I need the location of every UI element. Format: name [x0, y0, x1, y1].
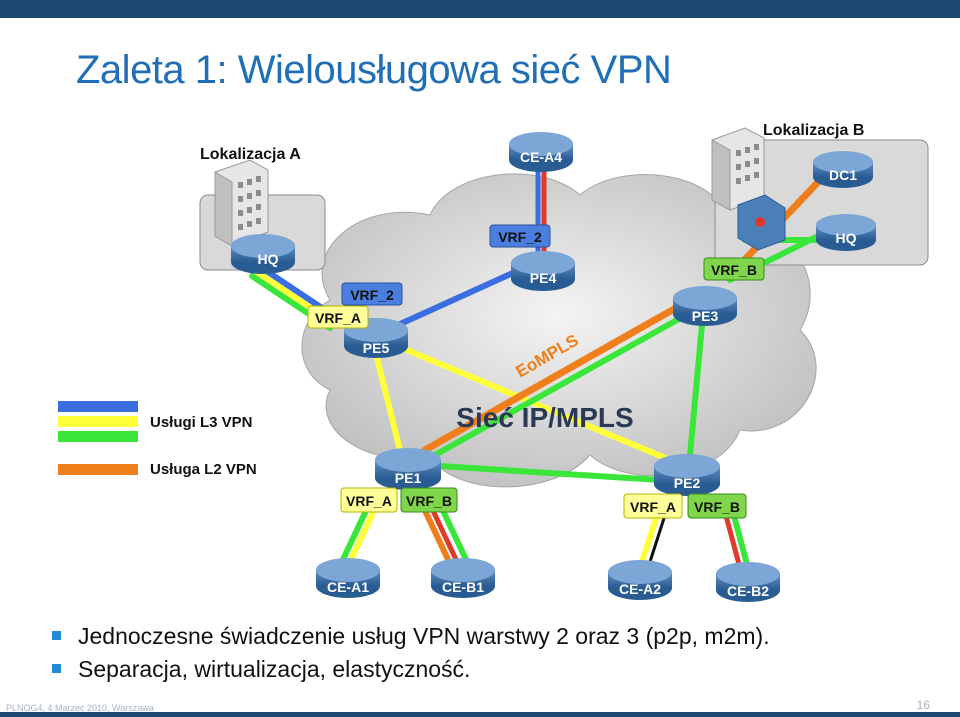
footer-text: PLNOG4, 4 Marzec 2010, Warszawa	[6, 703, 154, 713]
vrf-pe1-vrfb: VRF_B	[400, 487, 458, 513]
bullet-text: Separacja, wirtualizacja, elastyczność.	[78, 656, 471, 682]
vrf-label: VRF_A	[630, 499, 676, 515]
links	[249, 167, 833, 571]
router-label-hq-b: HQ	[836, 230, 857, 246]
vrf-label: VRF_B	[711, 262, 757, 278]
switch-icon	[737, 194, 786, 251]
router-pe3[interactable]	[673, 286, 737, 326]
legend-swatch-yellow	[58, 416, 138, 427]
vrf-label: VRF_B	[406, 493, 452, 509]
building-icon	[711, 127, 765, 211]
building-icon	[214, 159, 269, 247]
router-label-ce-a1: CE-A1	[327, 579, 369, 595]
router-label-pe1: PE1	[395, 470, 422, 486]
router-label-pe2: PE2	[674, 475, 701, 491]
router-hq-b[interactable]	[816, 214, 876, 251]
mpls-cloud	[301, 173, 817, 488]
router-ce-a4[interactable]	[509, 132, 573, 172]
vrf-pe2-vrfb: VRF_B	[687, 493, 747, 519]
router-hq-a[interactable]	[231, 234, 295, 274]
legend-l3-label: Usługi L3 VPN	[150, 414, 253, 431]
vrf-pe2-vrfa: VRF_A	[623, 493, 683, 519]
vrf-pe5-vrf2: VRF_2	[341, 282, 403, 306]
router-pe2[interactable]	[654, 454, 720, 496]
vrf-label: VRF_B	[694, 499, 740, 515]
router-pe5[interactable]	[344, 318, 408, 358]
cloud-label: Sieć IP/MPLS	[456, 402, 633, 433]
router-label-pe4: PE4	[530, 270, 557, 286]
vrf-label: VRF_2	[498, 229, 542, 245]
vrf-pe1-vrfa: VRF_A	[340, 487, 398, 513]
page-number: 16	[916, 698, 930, 712]
router-pe1[interactable]	[375, 448, 441, 490]
site-b-label: Lokalizacja B	[763, 122, 864, 139]
router-ce-b2[interactable]	[716, 562, 780, 602]
vrf-label: VRF_A	[346, 493, 392, 509]
page-title: Zaleta 1: Wielousługowa sieć VPN	[76, 48, 672, 92]
router-pe4[interactable]	[511, 251, 575, 291]
router-label-ce-b1: CE-B1	[442, 579, 484, 595]
router-ce-b1[interactable]	[431, 558, 495, 598]
vrf-pe4-vrf2: VRF_2	[489, 224, 551, 248]
bottom-bar	[0, 712, 960, 717]
bullet-square-icon	[52, 631, 61, 640]
router-label-hq-a: HQ	[258, 251, 279, 267]
router-dc1[interactable]	[813, 151, 873, 188]
vrf-pe5-vrfa: VRF_A	[307, 305, 369, 329]
vrf-label: VRF_2	[350, 287, 394, 303]
vrf-label: VRF_A	[315, 310, 361, 326]
router-label-pe5: PE5	[363, 340, 390, 356]
router-ce-a1[interactable]	[316, 558, 380, 598]
legend-l2-label: Usługa L2 VPN	[150, 461, 257, 478]
vrf-pe3-vrfb: VRF_B	[703, 257, 765, 281]
router-label-ce-a4: CE-A4	[520, 149, 562, 165]
top-bar	[0, 0, 960, 18]
bullet-text: Jednoczesne świadczenie usług VPN warstw…	[78, 623, 770, 649]
router-ce-a2[interactable]	[608, 560, 672, 600]
legend-swatch-blue	[58, 401, 138, 412]
router-label-ce-b2: CE-B2	[727, 583, 769, 599]
legend: Usługi L3 VPN Usługa L2 VPN	[58, 401, 257, 478]
site-a-label: Lokalizacja A	[200, 146, 301, 163]
bullet-item: Separacja, wirtualizacja, elastyczność.	[52, 653, 770, 686]
router-label-pe3: PE3	[692, 308, 719, 324]
router-label-ce-a2: CE-A2	[619, 581, 661, 597]
router-label-dc1: DC1	[829, 167, 857, 183]
bullet-list: Jednoczesne świadczenie usług VPN warstw…	[52, 620, 770, 686]
legend-swatch-green	[58, 431, 138, 442]
bullet-item: Jednoczesne świadczenie usług VPN warstw…	[52, 620, 770, 653]
legend-swatch-orange	[58, 464, 138, 475]
bullet-square-icon	[52, 664, 61, 673]
